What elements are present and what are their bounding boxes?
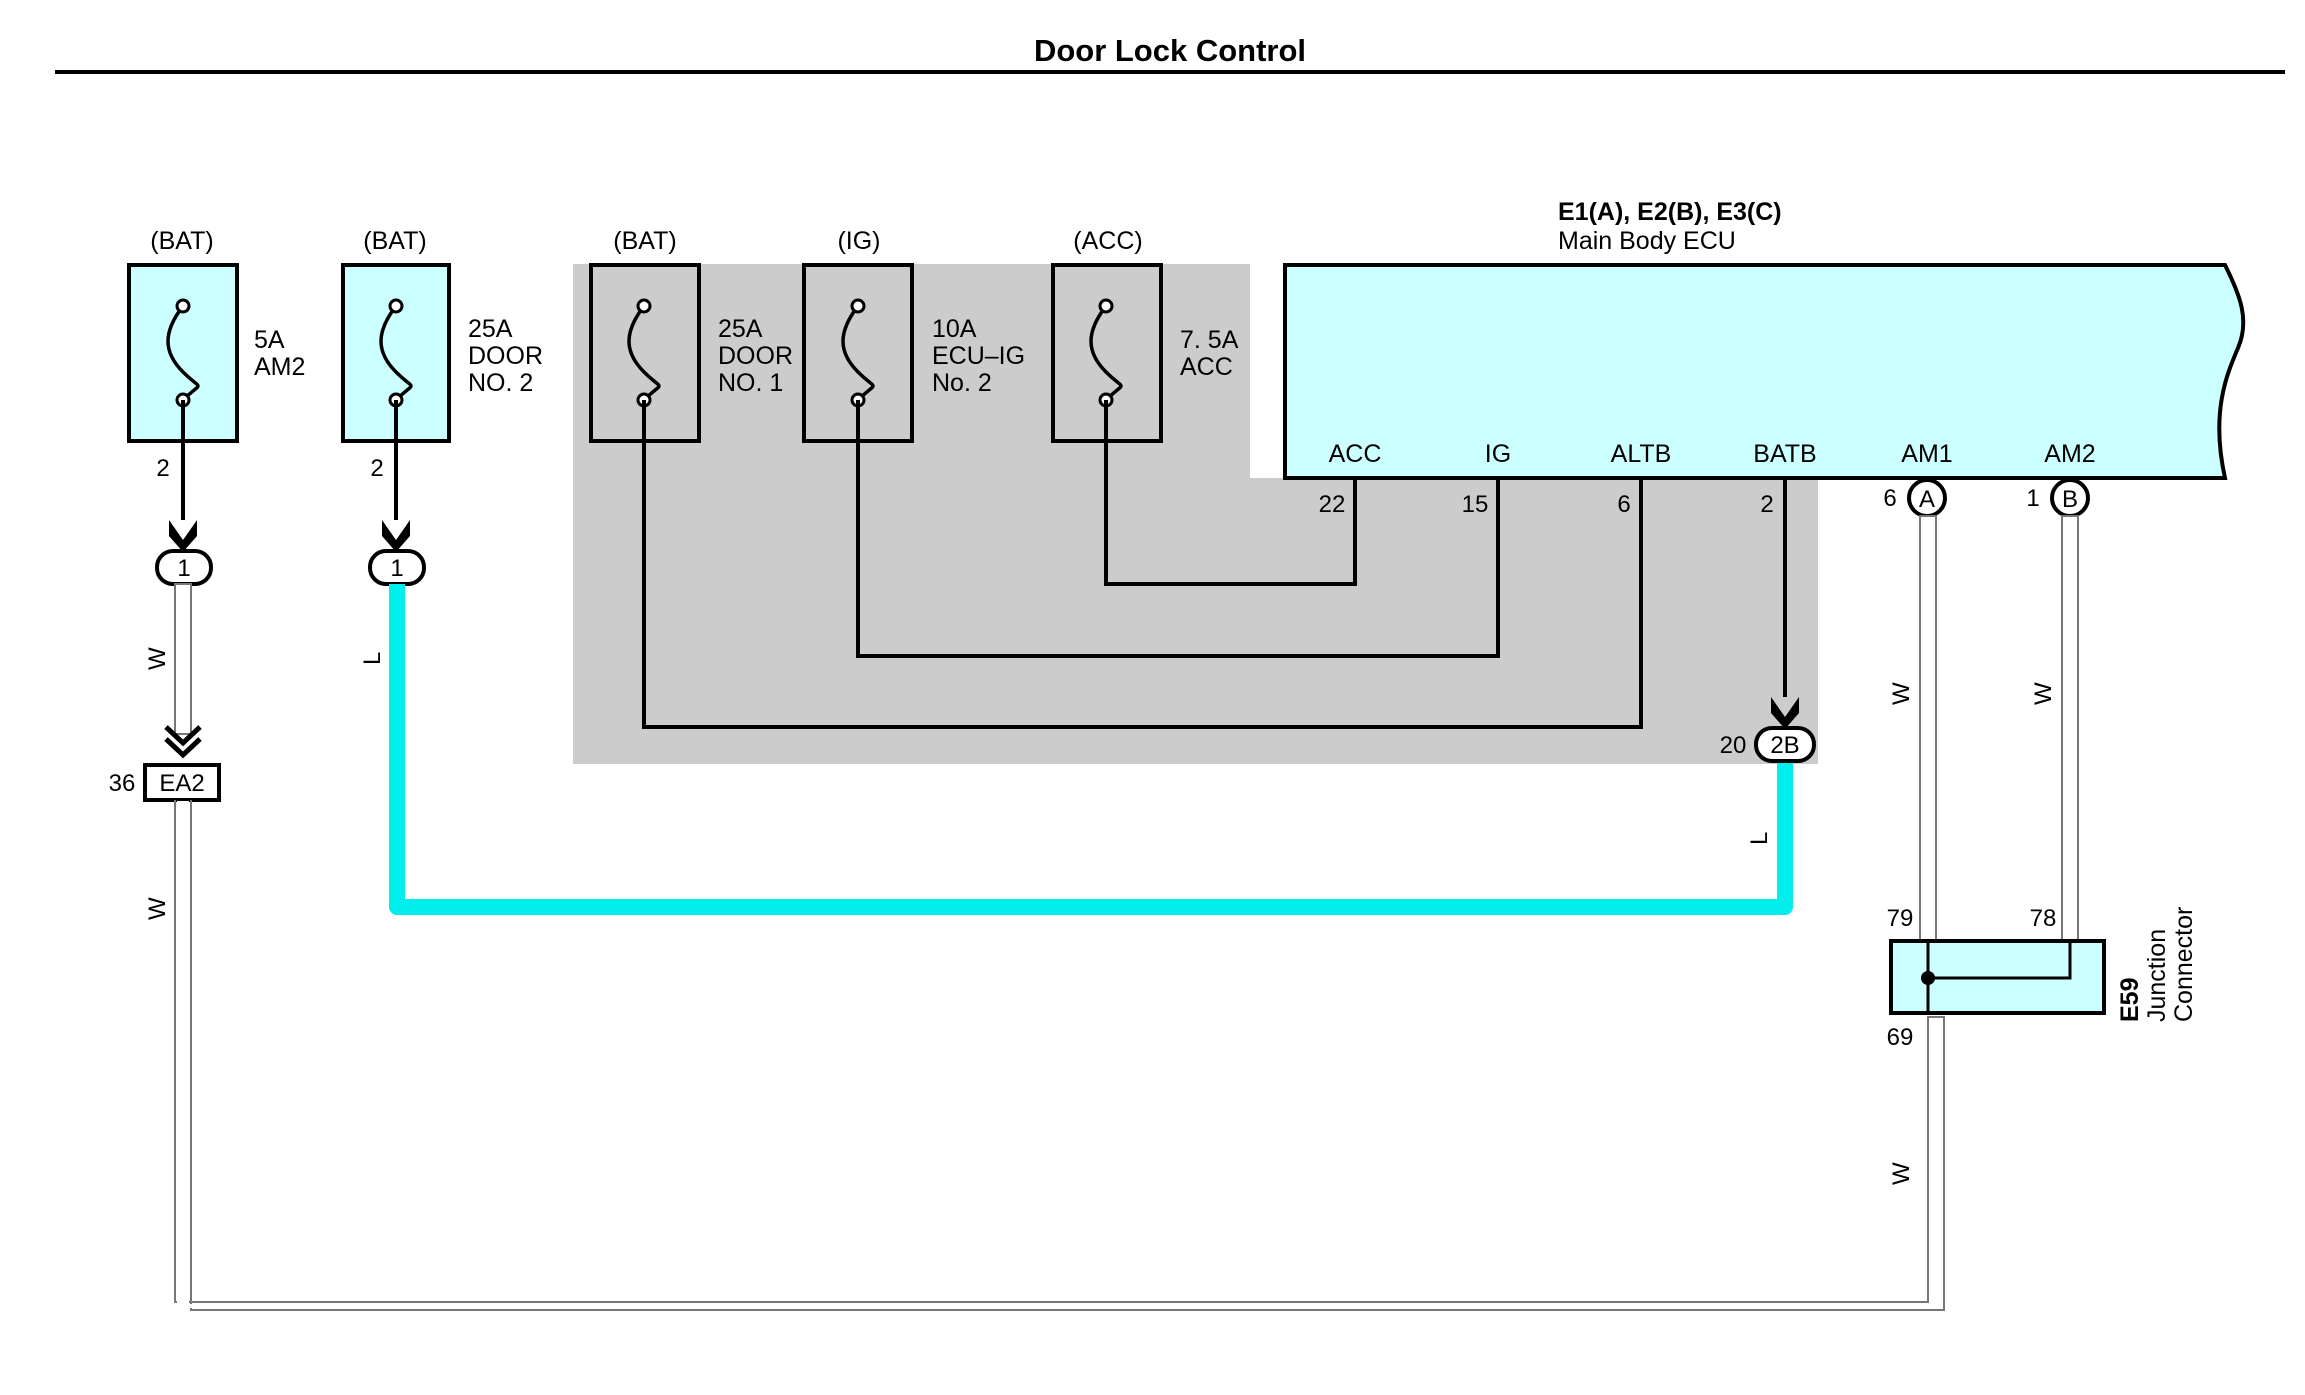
fuse-source-label: (ACC): [1073, 227, 1142, 255]
pin-ig: 15: [1462, 491, 1489, 518]
fuse-name: AM2: [254, 353, 305, 381]
jc-pin-78: 78: [2030, 905, 2057, 932]
internal-wires: [642, 400, 1643, 729]
wire-color-label: W: [1888, 682, 1915, 705]
white-wire-left-top: [174, 583, 192, 735]
ecu-terminal-ig: IG: [1485, 440, 1511, 468]
jc-pin-79: 79: [1887, 905, 1914, 932]
double-chevron-icon: [164, 725, 202, 759]
ecu-id: E1(A), E2(B), E3(C): [1558, 198, 1782, 226]
fuse-name-line2: NO. 1: [718, 369, 783, 397]
connector-2b-pin: 20: [1720, 732, 1747, 759]
wire-color-label: L: [1746, 832, 1773, 845]
fuse-door-no2: (BAT) 25A DOOR NO. 2 2: [341, 227, 543, 482]
wire-color-label: W: [1888, 1162, 1915, 1185]
white-wire-am2: [2061, 515, 2079, 942]
white-wire-bottom: [174, 800, 1945, 1311]
fuse-rating: 25A: [468, 315, 513, 343]
fuse-ecu-ig-no2: (IG) 10A ECU–IG No. 2: [802, 227, 1025, 443]
fuse-symbol-icon: [166, 304, 200, 402]
ecu-terminal-acc: ACC: [1329, 440, 1382, 468]
wire-color-label: W: [2030, 682, 2057, 705]
ecu-terminal-altb: ALTB: [1611, 440, 1672, 468]
ecu-name: Main Body ECU: [1558, 227, 1736, 255]
fuse-source-label: (BAT): [150, 227, 213, 255]
wire-color-label: W: [144, 897, 171, 920]
fuse-rating: 25A: [718, 315, 763, 343]
fuse-name-line2: No. 2: [932, 369, 992, 397]
fuse-am2: (BAT) 5A AM2 2: [127, 227, 305, 482]
arrow-down-icon: [382, 520, 410, 552]
fuse-name-line2: NO. 2: [468, 369, 533, 397]
fuse-symbol-icon: [379, 304, 413, 402]
pin-batb: 2: [1760, 491, 1773, 518]
connector-label: 1: [390, 555, 403, 582]
jc-name-line2: Connector: [2170, 907, 2198, 1022]
pin-am2: 1: [2026, 485, 2039, 512]
fuse-name-line1: DOOR: [718, 342, 793, 370]
fuse-rating: 5A: [254, 326, 285, 354]
ecu-terminal-batb: BATB: [1753, 440, 1816, 468]
connector-a-label: A: [1919, 486, 1935, 513]
fuse-pin: 2: [370, 455, 383, 482]
wire-color-label: L: [359, 652, 386, 665]
white-wire-am1: [1919, 515, 1937, 942]
fuse-source-label: (IG): [837, 227, 880, 255]
connector-2b-label: 2B: [1770, 732, 1799, 759]
fuse-name-line1: ECU–IG: [932, 342, 1025, 370]
pin-am1: 6: [1883, 485, 1896, 512]
ecu-terminal-am1: AM1: [1901, 440, 1952, 468]
connector-ea2-pin: 36: [109, 770, 136, 797]
ecu-terminal-am2: AM2: [2044, 440, 2095, 468]
jc-pin-69: 69: [1887, 1024, 1914, 1051]
connector-ea2: [143, 763, 221, 802]
main-body-ecu: E1(A), E2(B), E3(C) Main Body ECU ACC IG…: [1283, 198, 2246, 480]
jc-id: E59: [2116, 978, 2144, 1022]
jc-name-line1: Junction: [2143, 929, 2171, 1022]
fuse-door-no1: (BAT) 25A DOOR NO. 1: [589, 227, 793, 443]
fuse-name-line1: DOOR: [468, 342, 543, 370]
fuse-symbol-icon: [1089, 304, 1123, 402]
connector-ea2-label: EA2: [159, 770, 204, 797]
connector-b-label: B: [2062, 486, 2078, 513]
fuse-symbol-icon: [627, 304, 661, 402]
fuse-symbol-icon: [841, 304, 875, 402]
blue-wire: [389, 584, 1793, 915]
fuse-source-label: (BAT): [613, 227, 676, 255]
junction-dot: [1921, 971, 1935, 985]
junction-connector-e59: 79 78 69 E59 Junction Connector: [1887, 905, 2198, 1051]
pin-acc: 22: [1319, 491, 1346, 518]
fuse-source-label: (BAT): [363, 227, 426, 255]
connector-2b: [1754, 726, 1816, 763]
wire-color-label: W: [144, 647, 171, 670]
fuse-pin: 2: [156, 455, 169, 482]
arrow-down-icon: [169, 520, 197, 552]
connector-label: 1: [177, 555, 190, 582]
page-title: Door Lock Control: [1034, 33, 1306, 68]
pin-altb: 6: [1617, 491, 1630, 518]
fuse-name: ACC: [1180, 353, 1233, 381]
fuse-rating: 7. 5A: [1180, 326, 1239, 354]
fuse-rating: 10A: [932, 315, 977, 343]
arrow-down-icon: [1771, 697, 1799, 729]
fuse-acc: (ACC) 7. 5A ACC: [1051, 227, 1239, 443]
